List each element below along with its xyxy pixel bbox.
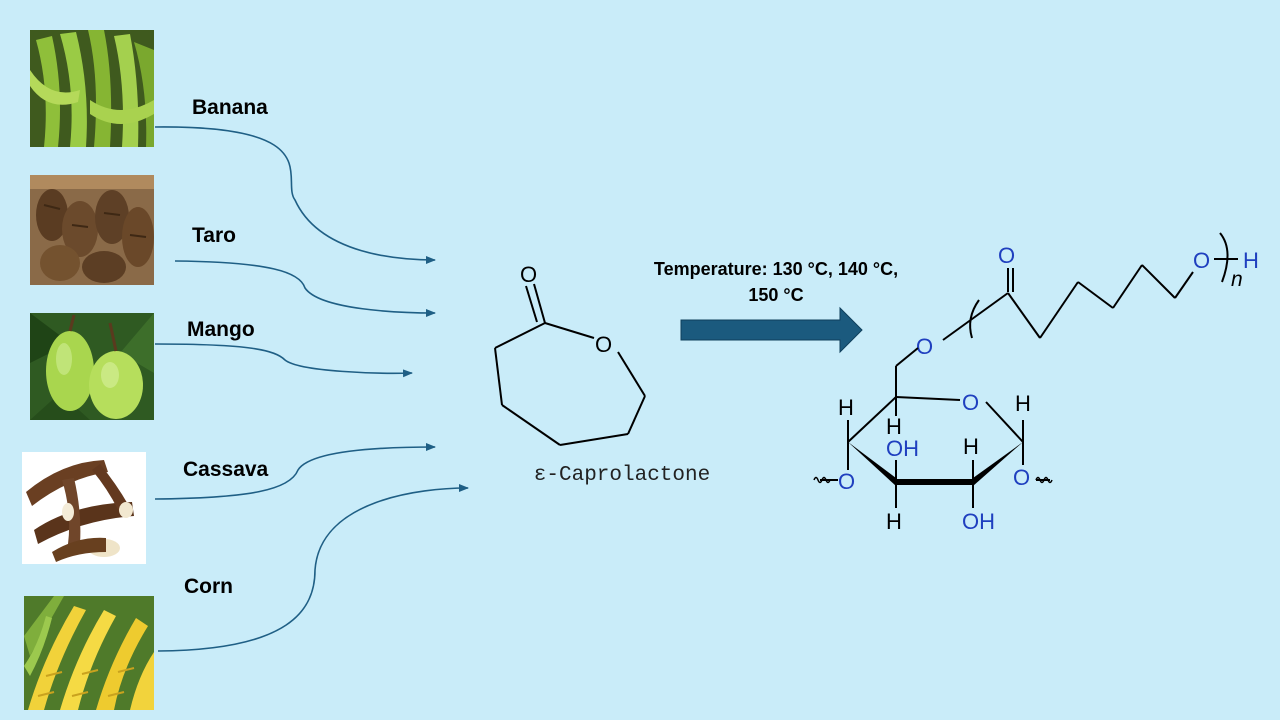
connector-banana [154, 126, 436, 264]
connector-taro [174, 260, 436, 317]
taro-photo [30, 175, 154, 285]
source-label-cassava: Cassava [183, 458, 269, 481]
wavy-bond-left [813, 476, 831, 484]
hydroxyl-c2: OH [962, 509, 995, 534]
h-c3-bottom: H [886, 509, 902, 534]
chain-carbonyl-o: O [998, 243, 1015, 268]
connector-corn [157, 484, 469, 652]
cassava-photo [22, 452, 146, 564]
repeat-n: n [1231, 268, 1243, 291]
chain-terminal-o: O [1193, 248, 1210, 273]
connector-mango [154, 343, 413, 378]
caprolactone-carbonyl-o: O [520, 262, 537, 287]
glycosidic-o-right: O [1013, 465, 1030, 490]
banana-photo [30, 30, 154, 147]
wavy-bond-right [1035, 476, 1053, 484]
source-label-corn: Corn [184, 575, 233, 598]
source-label-banana: Banana [192, 96, 268, 119]
h-c5: H [886, 414, 902, 439]
source-label-taro: Taro [192, 224, 236, 247]
h-c2-top: H [963, 434, 979, 459]
h-c4-top: H [838, 395, 854, 420]
glycosidic-o-left: O [838, 469, 855, 494]
reaction-arrow [680, 306, 863, 354]
wedge-left [848, 442, 896, 486]
ester-o: O [916, 334, 933, 359]
corn-photo [24, 596, 154, 710]
caprolactone-structure [494, 283, 646, 446]
pcl-chain [942, 232, 1238, 341]
connector-cassava [154, 443, 436, 500]
hydroxyl-c3: OH [886, 436, 919, 461]
glucose-ring [820, 347, 1050, 508]
caprolactone-ring-o: O [595, 332, 612, 357]
wedge-right [973, 442, 1023, 486]
source-label-mango: Mango [187, 318, 255, 341]
mango-photo [30, 313, 154, 420]
chain-terminal-h: H [1243, 248, 1259, 273]
ring-o: O [962, 390, 979, 415]
h-c1-top: H [1015, 391, 1031, 416]
conditions-line-1: Temperature: 130 °C, 140 °C, [653, 259, 899, 279]
caprolactone-name: ε-Caprolactone [533, 464, 711, 487]
conditions-line-2: 150 °C [748, 285, 804, 305]
reaction-conditions: Temperature: 130 °C, 140 °C, 150 °C [620, 256, 932, 308]
